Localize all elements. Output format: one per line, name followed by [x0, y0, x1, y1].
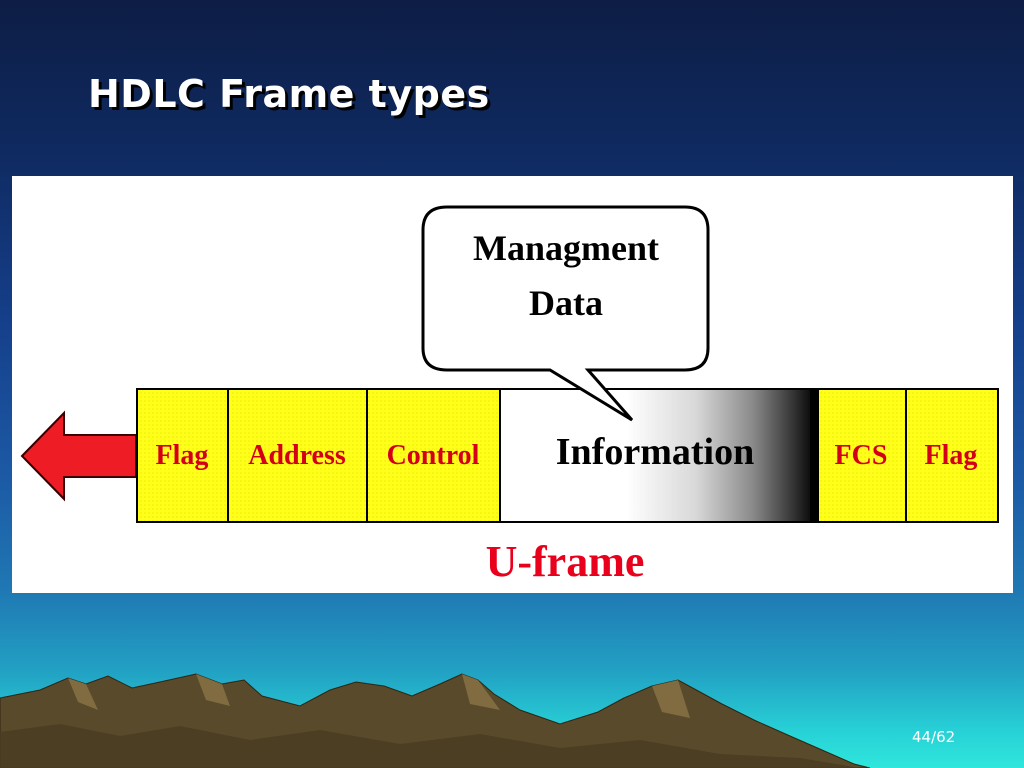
field-information	[499, 388, 817, 523]
label-control: Control	[387, 440, 480, 471]
frame-type-label: U-frame	[486, 537, 645, 586]
label-flag-start: Flag	[156, 440, 209, 471]
label-flag-end: Flag	[925, 440, 978, 471]
field-flag-start	[136, 388, 229, 523]
label-fcs: FCS	[835, 440, 888, 471]
slide-title: HDLC Frame types	[88, 72, 490, 116]
callout-line1: Managment	[473, 228, 659, 268]
label-information: Information	[556, 431, 754, 473]
slide-number: 44/62	[912, 728, 956, 746]
callout-bubble	[421, 205, 710, 422]
field-information-edge	[810, 389, 818, 522]
field-control	[366, 388, 501, 523]
label-address: Address	[248, 440, 346, 471]
field-address	[227, 388, 368, 523]
callout-line2: Data	[529, 283, 603, 323]
hdlc-frame-diagram: Flag Address Control Information FCS Fla…	[20, 205, 999, 586]
mountain-range-decoration	[0, 673, 871, 768]
left-arrow-icon	[20, 410, 137, 502]
field-fcs	[817, 388, 907, 523]
field-flag-end	[905, 388, 999, 523]
diagram-panel: Flag Address Control Information FCS Fla…	[12, 176, 1013, 593]
